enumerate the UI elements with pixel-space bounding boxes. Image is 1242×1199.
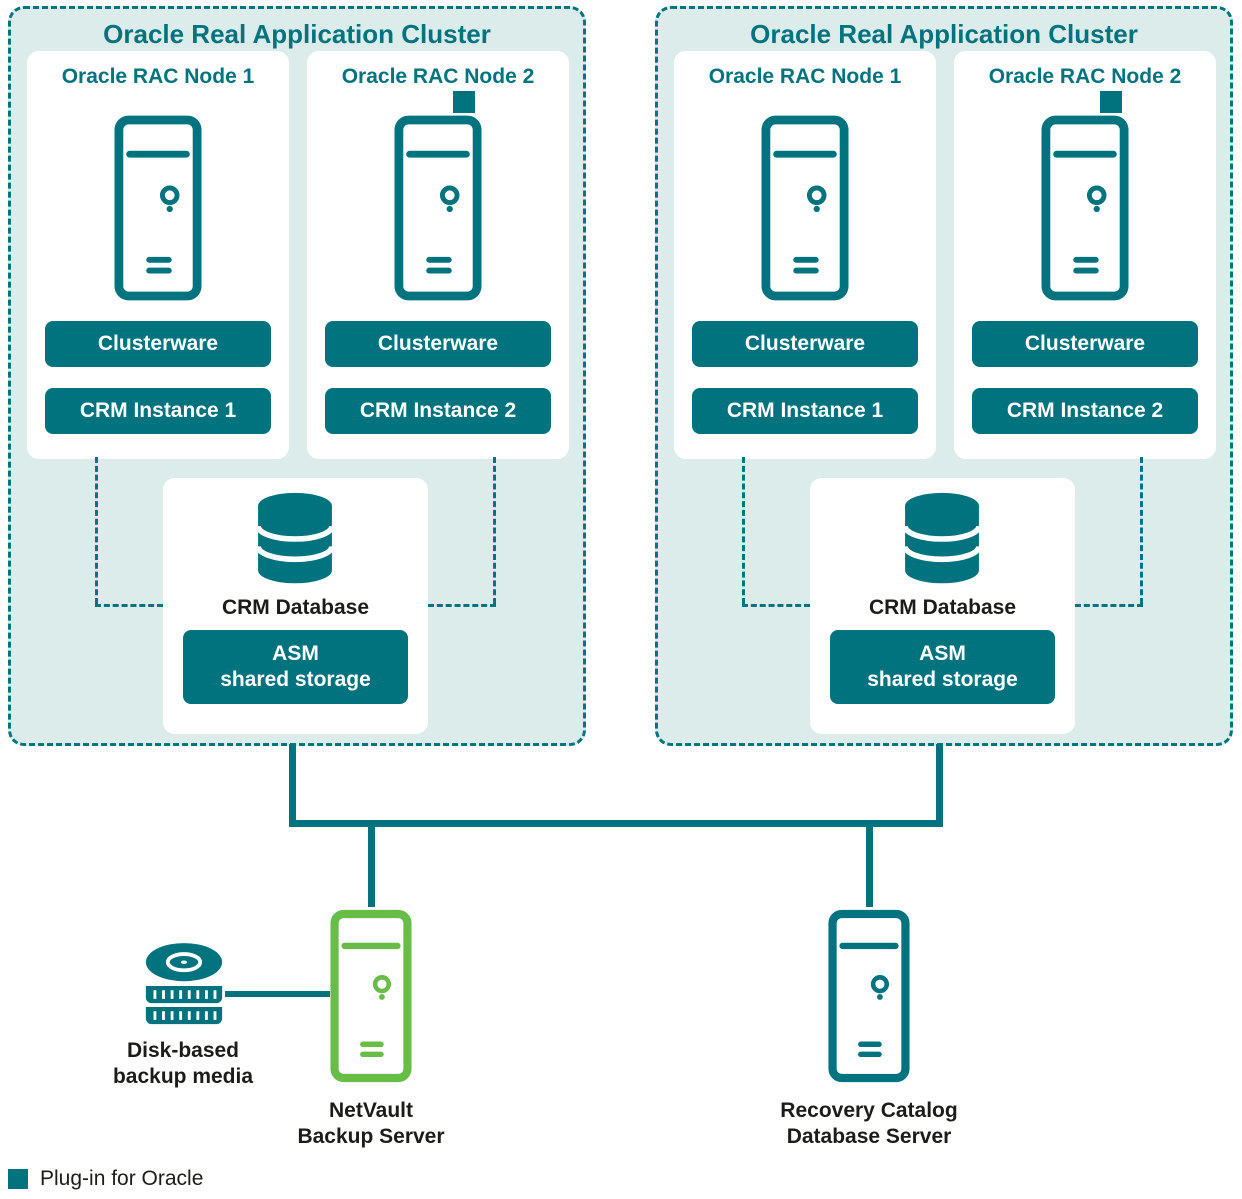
node-title: Oracle RAC Node 2	[988, 65, 1182, 88]
asm-line1: ASM	[919, 641, 966, 665]
oracle-rac-cluster-left: Oracle Real Application Cluster Oracle R…	[8, 6, 586, 746]
rac-node-1: Oracle RAC Node 1 Clusterware CRM Instan…	[27, 51, 289, 459]
connector-node2-db	[428, 604, 496, 607]
asm-shared-storage-badge: ASM shared storage	[830, 630, 1055, 704]
server-tower-icon	[1041, 115, 1129, 301]
connector-left-cluster-drop	[289, 744, 296, 827]
plugin-for-oracle-indicator-icon	[1100, 91, 1122, 113]
cluster-title: Oracle Real Application Cluster	[103, 19, 491, 49]
plugin-for-oracle-indicator-icon	[453, 91, 475, 113]
connector-right-cluster-drop	[936, 744, 943, 827]
recovery-catalog-server-icon	[828, 903, 910, 1089]
netvault-label-line2: Backup Server	[297, 1125, 445, 1148]
recovery-label-line1: Recovery Catalog	[780, 1099, 958, 1122]
asm-line2: shared storage	[220, 668, 371, 691]
connector-node1-db	[95, 457, 98, 604]
cluster-title: Oracle Real Application Cluster	[750, 19, 1138, 49]
clusterware-badge: Clusterware	[692, 321, 918, 367]
connector-node2-db	[1075, 604, 1143, 607]
clusterware-badge: Clusterware	[325, 321, 551, 367]
disk-backup-media-label: Disk-based backup media	[83, 1038, 283, 1090]
server-tower-icon	[394, 115, 482, 301]
asm-line1: ASM	[272, 641, 319, 665]
netvault-server-icon	[330, 903, 412, 1089]
connector-disk-netvault	[225, 991, 330, 997]
recovery-label-line2: Database Server	[786, 1125, 952, 1148]
plugin-legend-swatch-icon	[8, 1169, 28, 1189]
connector-node2-db	[1140, 457, 1143, 604]
asm-shared-storage-badge: ASM shared storage	[183, 630, 408, 704]
disk-label-line2: backup media	[112, 1065, 254, 1088]
connector-recovery-drop	[866, 820, 873, 907]
server-tower-icon	[114, 115, 202, 301]
crm-database-box: CRM Database ASM shared storage	[810, 478, 1075, 734]
connector-trunk-horizontal	[289, 820, 943, 827]
rac-node-2: Oracle RAC Node 2 Clusterware CRM Instan…	[954, 51, 1216, 459]
connector-node1-db	[742, 457, 745, 604]
oracle-rac-cluster-right: Oracle Real Application Cluster Oracle R…	[655, 6, 1233, 746]
database-icon	[900, 491, 984, 587]
plugin-legend-label: Plug-in for Oracle	[40, 1167, 204, 1190]
connector-node2-db	[493, 457, 496, 604]
connector-node1-db	[95, 604, 163, 607]
legend: Plug-in for Oracle	[8, 1167, 203, 1191]
server-tower-icon	[761, 115, 849, 301]
crm-instance-badge: CRM Instance 1	[692, 388, 918, 434]
netvault-backup-server-label: NetVault Backup Server	[261, 1098, 481, 1150]
rac-node-2: Oracle RAC Node 2 Clusterware CRM Instan…	[307, 51, 569, 459]
crm-instance-badge: CRM Instance 1	[45, 388, 271, 434]
clusterware-badge: Clusterware	[45, 321, 271, 367]
node-title: Oracle RAC Node 1	[708, 65, 902, 88]
disk-storage-icon	[143, 942, 225, 1030]
disk-label-line1: Disk-based	[126, 1039, 240, 1062]
node-title: Oracle RAC Node 2	[341, 65, 535, 88]
crm-instance-badge: CRM Instance 2	[972, 388, 1198, 434]
recovery-catalog-server-label: Recovery Catalog Database Server	[729, 1098, 1009, 1150]
node-title: Oracle RAC Node 1	[61, 65, 255, 88]
rac-node-1: Oracle RAC Node 1 Clusterware CRM Instan…	[674, 51, 936, 459]
netvault-label-line1: NetVault	[328, 1099, 414, 1122]
crm-database-label: CRM Database	[221, 596, 370, 619]
database-icon	[253, 491, 337, 587]
crm-instance-badge: CRM Instance 2	[325, 388, 551, 434]
connector-netvault-drop	[368, 820, 375, 907]
crm-database-label: CRM Database	[868, 596, 1017, 619]
clusterware-badge: Clusterware	[972, 321, 1198, 367]
crm-database-box: CRM Database ASM shared storage	[163, 478, 428, 734]
asm-line2: shared storage	[867, 668, 1018, 691]
connector-node1-db	[742, 604, 810, 607]
